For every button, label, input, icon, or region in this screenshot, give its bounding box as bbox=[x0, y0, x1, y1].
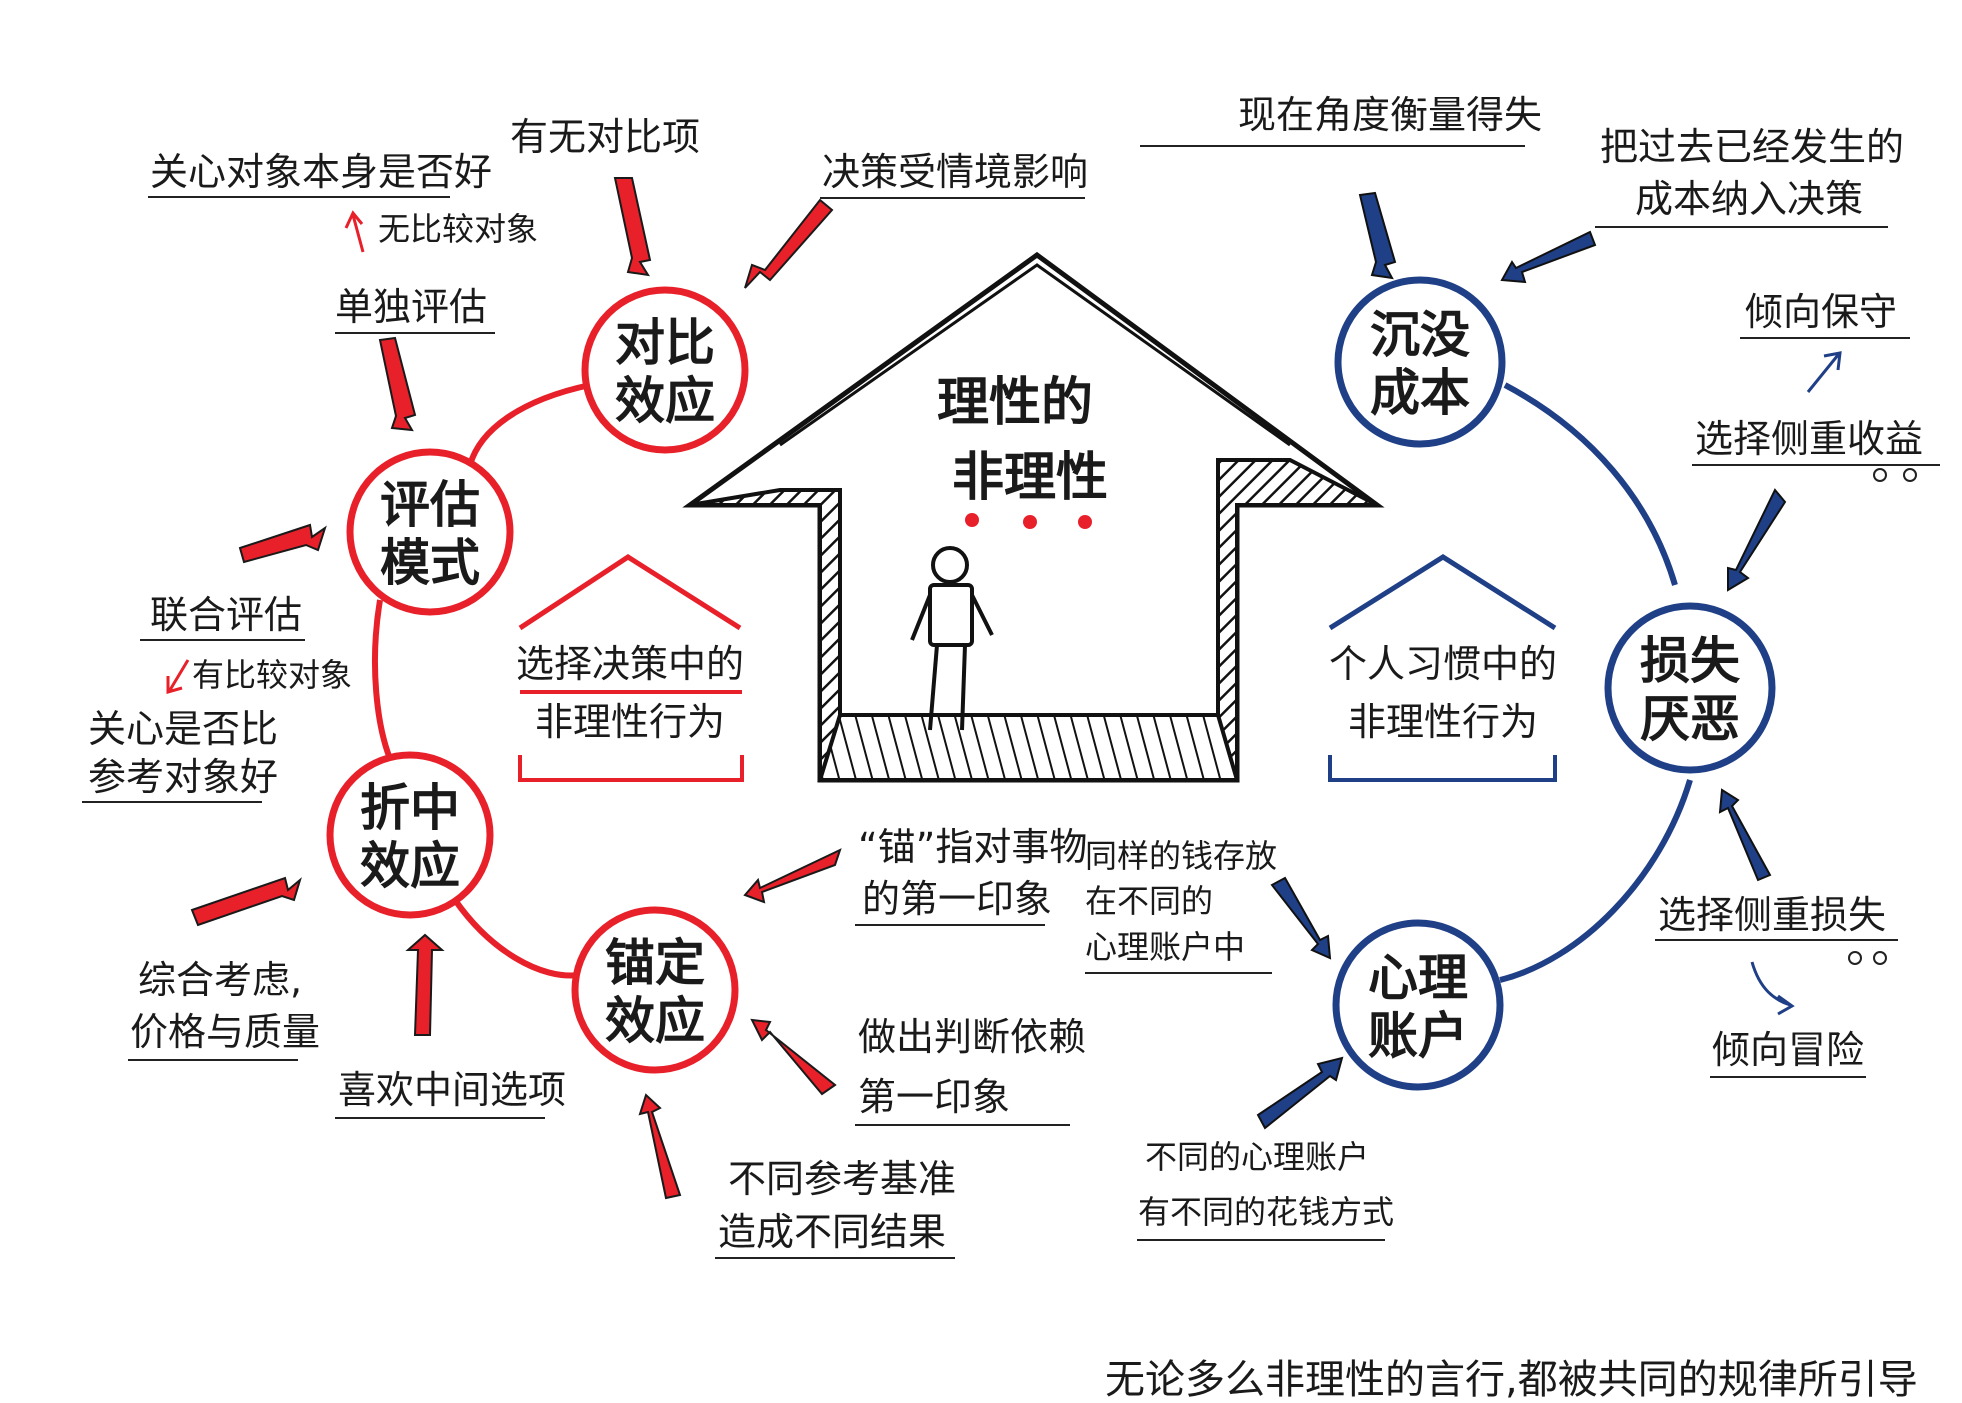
arrow-down-icon bbox=[1750, 961, 1795, 1016]
house-title-line2: 非理性 bbox=[952, 448, 1108, 508]
thought-dots-icon bbox=[965, 513, 1092, 529]
arrow-icon bbox=[613, 177, 652, 277]
right-group-tag: 个人习惯中的 非理性行为 bbox=[1328, 554, 1557, 782]
node-mental-l1: 心理 bbox=[1368, 949, 1468, 1007]
node-sunk-cost: 沉没 成本 bbox=[1334, 276, 1506, 448]
arrow-down-icon bbox=[166, 659, 190, 694]
node-anchoring-l2: 效应 bbox=[605, 992, 705, 1050]
right-group-label-line1: 个人习惯中的 bbox=[1329, 642, 1557, 686]
stick-figure-icon bbox=[910, 546, 994, 731]
node-mental-account: 心理 账户 bbox=[1332, 919, 1504, 1091]
node-anchoring-l1: 锚定 bbox=[605, 934, 705, 992]
note-diff-ref-line1: 不同参考基准 bbox=[728, 1157, 956, 1201]
note-diff-account-line1: 不同的心理账户 bbox=[1145, 1138, 1369, 1176]
note-separate-eval: 单独评估 bbox=[335, 285, 487, 329]
blue-arrows bbox=[1256, 191, 1787, 1130]
arrow-icon bbox=[190, 876, 302, 927]
note-past-cost-line1: 把过去已经发生的 bbox=[1600, 125, 1904, 169]
arrow-icon bbox=[744, 198, 834, 289]
note-care-better-line2: 参考对象好 bbox=[88, 755, 278, 799]
note-like-middle: 喜欢中间选项 bbox=[338, 1068, 566, 1112]
node-evaluation-l2: 模式 bbox=[380, 534, 480, 592]
note-diff-account-line2: 有不同的花钱方式 bbox=[1138, 1193, 1394, 1231]
arrow-icon bbox=[1270, 876, 1332, 960]
house-title-line1: 理性的 bbox=[937, 373, 1093, 433]
note-overall-line1: 综合考虑, bbox=[138, 958, 302, 1002]
arrow-icon bbox=[405, 933, 445, 1036]
node-mental-l2: 账户 bbox=[1368, 1007, 1468, 1065]
node-contrast-effect: 对比 效应 bbox=[581, 286, 749, 454]
note-care-better-line1: 关心是否比 bbox=[88, 707, 278, 751]
note-same-money-line1: 同样的钱存放 bbox=[1085, 837, 1277, 875]
arrow-icon bbox=[378, 336, 417, 432]
note-anchor-def-line2: 的第一印象 bbox=[862, 877, 1052, 921]
note-joint-eval: 联合评估 bbox=[150, 593, 302, 637]
arrow-up-icon bbox=[344, 210, 365, 253]
red-thin-arrows bbox=[166, 210, 365, 694]
left-group-tag: 选择决策中的 非理性行为 bbox=[516, 554, 744, 782]
arrow-icon bbox=[1718, 788, 1772, 882]
node-contrast-l2: 效应 bbox=[615, 372, 715, 430]
note-no-comparison: 无比较对象 bbox=[378, 210, 538, 248]
footer-caption: 无论多么非理性的言行,都被共同的规律所引导 bbox=[1105, 1357, 1918, 1403]
note-now-view: 现在角度衡量得失 bbox=[1238, 93, 1542, 137]
arrow-icon bbox=[750, 1018, 837, 1096]
note-overall-line2: 价格与质量 bbox=[130, 1010, 320, 1054]
node-compromise-l2: 效应 bbox=[360, 837, 460, 895]
note-has-contrast: 有无对比项 bbox=[510, 115, 700, 159]
arrow-icon bbox=[1358, 191, 1397, 280]
node-evaluation-l1: 评估 bbox=[380, 476, 480, 534]
node-anchoring-effect: 锚定 效应 bbox=[571, 906, 739, 1074]
node-evaluation-mode: 评估 模式 bbox=[346, 448, 514, 616]
node-loss-l2: 厌恶 bbox=[1640, 690, 1740, 748]
arrow-icon bbox=[1256, 1056, 1344, 1130]
left-group-label-line1: 选择决策中的 bbox=[516, 642, 744, 686]
arrow-icon bbox=[638, 1093, 682, 1200]
red-arrows bbox=[190, 177, 842, 1200]
note-judge-first-line1: 做出判断依赖 bbox=[858, 1015, 1086, 1059]
note-care-object-good: 关心对象本身是否好 bbox=[150, 150, 492, 194]
arrow-icon bbox=[238, 523, 327, 564]
note-diff-ref-line2: 造成不同结果 bbox=[718, 1210, 946, 1254]
arrow-icon bbox=[1727, 488, 1787, 592]
note-past-cost-line2: 成本纳入决策 bbox=[1635, 177, 1863, 221]
node-compromise-effect: 折中 效应 bbox=[326, 751, 494, 919]
node-sunk-l2: 成本 bbox=[1370, 364, 1470, 422]
note-gain-focus: 选择侧重收益 bbox=[1695, 417, 1923, 461]
note-anchor-def-line1: “锚”指对事物 bbox=[858, 825, 1087, 869]
node-compromise-l1: 折中 bbox=[360, 779, 460, 837]
node-contrast-l1: 对比 bbox=[615, 314, 715, 372]
node-loss-l1: 损失 bbox=[1640, 632, 1741, 690]
note-loss-focus: 选择侧重损失 bbox=[1658, 893, 1886, 937]
note-risk: 倾向冒险 bbox=[1712, 1028, 1864, 1072]
arrow-icon bbox=[1500, 230, 1597, 284]
note-same-money-line3: 心理账户中 bbox=[1085, 928, 1245, 966]
note-judge-first-line2: 第一印象 bbox=[858, 1075, 1010, 1119]
note-underlines bbox=[82, 145, 1940, 1259]
right-group-label-line2: 非理性行为 bbox=[1348, 700, 1538, 744]
note-same-money-line2: 在不同的 bbox=[1085, 882, 1213, 920]
left-group-label-line2: 非理性行为 bbox=[535, 700, 725, 744]
arrow-icon bbox=[743, 848, 842, 904]
note-has-comparison: 有比较对象 bbox=[192, 656, 352, 694]
note-context-influence: 决策受情境影响 bbox=[822, 150, 1088, 194]
note-conservative: 倾向保守 bbox=[1745, 290, 1897, 334]
decorative-circles bbox=[1848, 468, 1917, 965]
node-sunk-l1: 沉没 bbox=[1370, 306, 1470, 364]
node-loss-aversion: 损失 厌恶 bbox=[1604, 602, 1776, 774]
blue-thin-arrows bbox=[1750, 351, 1842, 1016]
right-cycle-arc bbox=[1499, 382, 1693, 983]
arrow-up-icon bbox=[1806, 351, 1842, 393]
